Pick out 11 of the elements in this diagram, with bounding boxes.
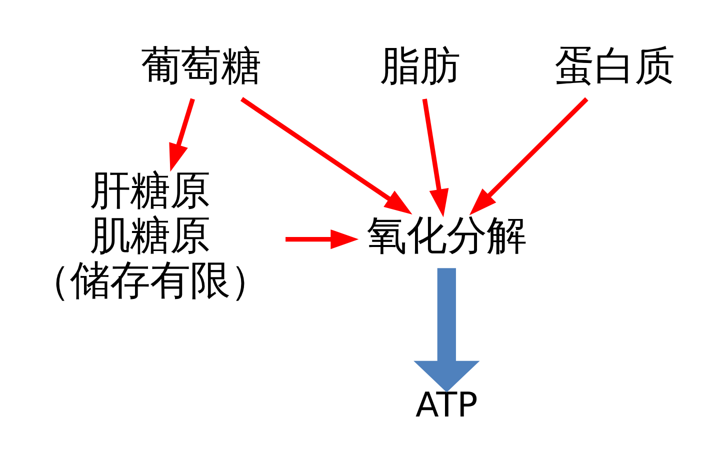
node-text: 肝糖原 肌糖原 （储存有限） bbox=[30, 166, 270, 304]
arrow bbox=[469, 96, 588, 215]
node-text: ATP bbox=[416, 385, 478, 426]
arrow bbox=[422, 98, 449, 217]
arrow bbox=[169, 98, 195, 172]
node-text: 脂肪 bbox=[380, 42, 460, 90]
node-text: 葡萄糖 bbox=[141, 42, 262, 90]
arrow bbox=[286, 228, 359, 249]
arrow bbox=[240, 96, 412, 214]
node-text: 氧化分解 bbox=[366, 212, 527, 259]
node-text: 蛋白质 bbox=[554, 42, 674, 90]
